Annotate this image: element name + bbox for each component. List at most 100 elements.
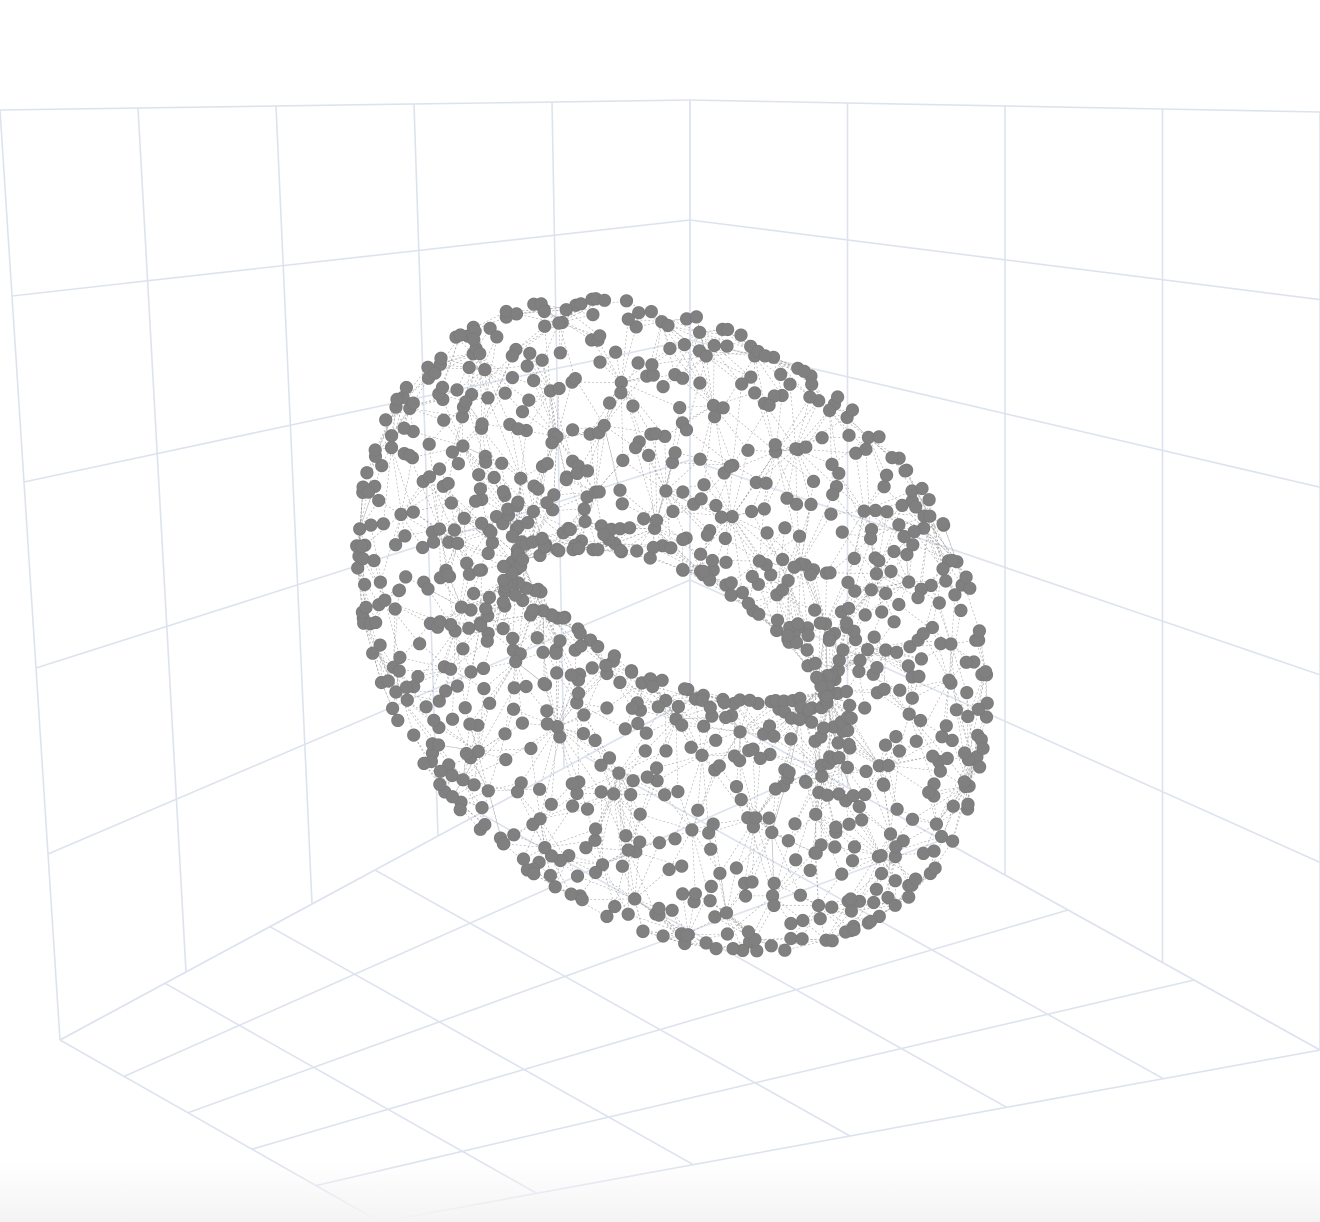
data-point[interactable]: [795, 932, 809, 946]
data-point[interactable]: [391, 713, 405, 728]
data-point[interactable]: [781, 834, 796, 848]
data-point[interactable]: [842, 428, 856, 442]
data-point[interactable]: [720, 339, 734, 353]
data-point[interactable]: [840, 760, 855, 775]
data-point[interactable]: [799, 440, 813, 454]
data-point[interactable]: [709, 498, 723, 513]
data-point[interactable]: [629, 320, 643, 334]
data-point[interactable]: [885, 450, 899, 465]
data-point[interactable]: [745, 569, 759, 584]
data-point[interactable]: [878, 738, 893, 752]
data-point[interactable]: [656, 379, 670, 394]
data-point[interactable]: [454, 600, 469, 614]
data-point[interactable]: [353, 522, 367, 536]
data-point[interactable]: [916, 627, 930, 641]
data-point[interactable]: [441, 476, 455, 491]
data-point[interactable]: [820, 689, 834, 704]
data-point[interactable]: [708, 910, 722, 924]
data-point[interactable]: [607, 787, 621, 801]
data-point[interactable]: [675, 371, 690, 385]
data-point[interactable]: [415, 540, 430, 555]
data-point[interactable]: [858, 608, 872, 622]
data-point[interactable]: [675, 887, 690, 901]
data-point[interactable]: [804, 715, 819, 729]
data-point[interactable]: [478, 362, 492, 377]
data-point[interactable]: [578, 514, 592, 529]
data-point[interactable]: [824, 507, 838, 521]
data-point[interactable]: [434, 351, 448, 365]
data-point[interactable]: [933, 764, 948, 778]
data-point[interactable]: [823, 566, 837, 580]
data-point[interactable]: [703, 894, 717, 908]
data-point[interactable]: [624, 787, 638, 802]
data-point[interactable]: [597, 293, 612, 307]
data-point[interactable]: [499, 752, 513, 767]
data-point[interactable]: [597, 527, 611, 542]
data-point[interactable]: [431, 738, 446, 752]
data-point[interactable]: [877, 682, 891, 696]
data-point[interactable]: [480, 634, 494, 648]
data-point[interactable]: [789, 853, 803, 867]
data-point[interactable]: [445, 790, 459, 804]
data-point[interactable]: [797, 364, 811, 378]
data-point[interactable]: [888, 874, 902, 888]
data-point[interactable]: [688, 887, 703, 901]
data-point[interactable]: [743, 693, 757, 707]
data-point[interactable]: [474, 516, 489, 530]
data-point[interactable]: [520, 359, 534, 373]
data-point[interactable]: [783, 377, 797, 391]
data-point[interactable]: [481, 391, 495, 405]
data-point[interactable]: [713, 866, 727, 880]
data-point[interactable]: [945, 553, 959, 568]
data-point[interactable]: [664, 541, 678, 555]
data-point[interactable]: [697, 478, 711, 492]
data-point[interactable]: [553, 346, 567, 360]
data-point[interactable]: [602, 751, 617, 765]
data-point[interactable]: [778, 943, 792, 957]
data-point[interactable]: [928, 861, 942, 875]
data-point[interactable]: [510, 785, 525, 799]
data-point[interactable]: [516, 852, 531, 866]
data-point[interactable]: [845, 854, 860, 868]
data-point[interactable]: [860, 642, 875, 657]
data-point[interactable]: [649, 761, 664, 775]
data-point[interactable]: [369, 615, 383, 630]
data-point[interactable]: [842, 698, 857, 712]
data-point[interactable]: [909, 500, 923, 514]
data-point[interactable]: [564, 887, 578, 901]
data-point[interactable]: [679, 928, 694, 942]
data-point[interactable]: [960, 685, 974, 700]
data-point[interactable]: [540, 704, 554, 718]
data-point[interactable]: [859, 442, 873, 456]
data-point[interactable]: [487, 470, 501, 485]
data-point[interactable]: [704, 879, 718, 894]
data-point[interactable]: [375, 458, 389, 473]
data-point[interactable]: [360, 466, 374, 480]
data-point[interactable]: [753, 751, 768, 766]
data-point[interactable]: [366, 646, 380, 660]
data-point[interactable]: [825, 900, 839, 914]
data-point[interactable]: [417, 756, 431, 771]
data-point[interactable]: [741, 443, 755, 457]
data-point[interactable]: [752, 554, 767, 568]
data-point[interactable]: [932, 596, 946, 610]
data-point[interactable]: [853, 653, 867, 668]
data-point[interactable]: [482, 696, 497, 710]
data-point[interactable]: [832, 787, 846, 801]
data-point[interactable]: [530, 631, 544, 645]
data-point[interactable]: [376, 517, 390, 531]
data-point[interactable]: [847, 551, 861, 566]
data-point[interactable]: [892, 744, 907, 758]
data-point[interactable]: [607, 649, 622, 663]
data-point[interactable]: [909, 734, 923, 748]
data-point[interactable]: [976, 741, 990, 755]
data-point[interactable]: [459, 746, 473, 761]
data-point[interactable]: [472, 563, 487, 577]
data-point[interactable]: [535, 353, 549, 367]
data-point[interactable]: [759, 476, 773, 490]
data-point[interactable]: [848, 584, 862, 598]
data-point[interactable]: [592, 485, 606, 499]
data-point[interactable]: [936, 517, 950, 531]
data-point[interactable]: [514, 471, 528, 485]
data-point[interactable]: [744, 504, 759, 519]
